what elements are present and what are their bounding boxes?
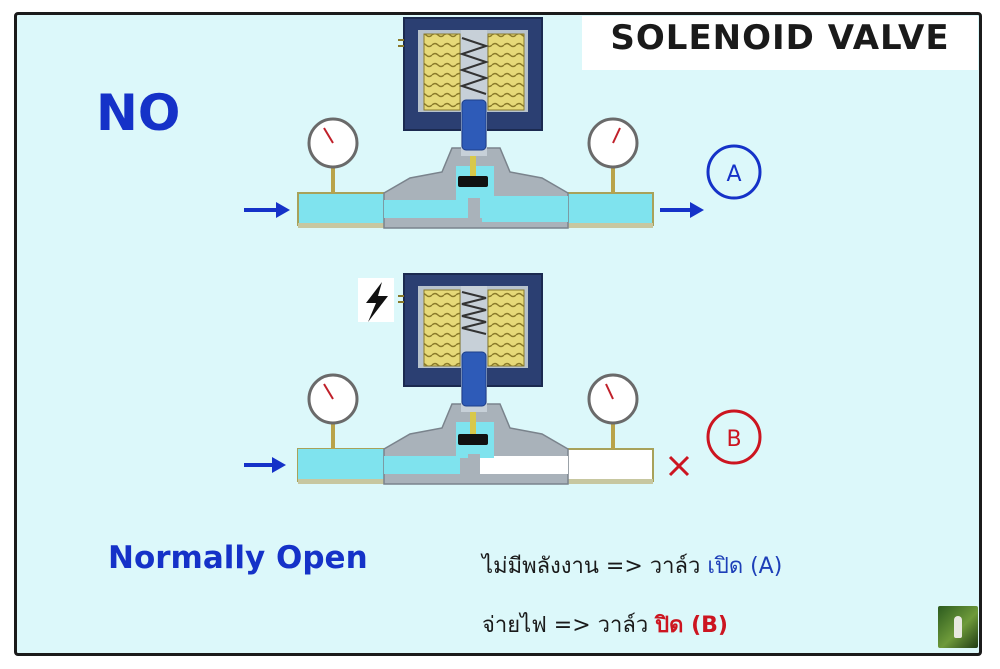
lightning-icon (366, 282, 388, 322)
title-box (582, 16, 978, 70)
page-title: SOLENOID VALVE (610, 18, 950, 58)
output-a-label: A (726, 162, 741, 187)
logo-icon (938, 606, 978, 648)
legend-state-open: เปิด (A) (707, 554, 783, 579)
legend-state-closed: ปิด (B) (655, 613, 728, 638)
mode-label: NO (96, 84, 181, 142)
coil-right-top (487, 33, 525, 111)
arrow-right-icon (244, 202, 290, 218)
legend-line-unpowered: ไม่มีพลังงาน => วาล์ว เปิด (A) (482, 548, 782, 583)
legend-line-text: ไม่มีพลังงาน => วาล์ว (482, 554, 708, 579)
coil-left-top (423, 33, 461, 111)
output-a-circle (706, 144, 762, 200)
valve-open (244, 17, 762, 229)
legend-line-text: จ่ายไฟ => วาล์ว (482, 613, 656, 638)
spring-bottom (461, 291, 487, 335)
arrow-right-icon (244, 457, 286, 473)
subtitle: Normally Open (108, 540, 368, 576)
coil-right-bottom (487, 289, 525, 367)
output-b-circle (706, 409, 762, 465)
plunger-bottom (461, 351, 487, 407)
valve-seat-bottom (458, 434, 488, 445)
valve-closed (244, 273, 762, 485)
legend-line-powered: จ่ายไฟ => วาล์ว ปิด (B) (482, 607, 728, 642)
blocked-x-icon (668, 455, 690, 477)
valve-seat-top (458, 176, 488, 187)
spring-top (458, 37, 490, 95)
coil-left-bottom (423, 289, 461, 367)
plunger-top (461, 99, 487, 151)
output-b-label: B (726, 427, 741, 452)
arrow-right-icon (660, 202, 704, 218)
